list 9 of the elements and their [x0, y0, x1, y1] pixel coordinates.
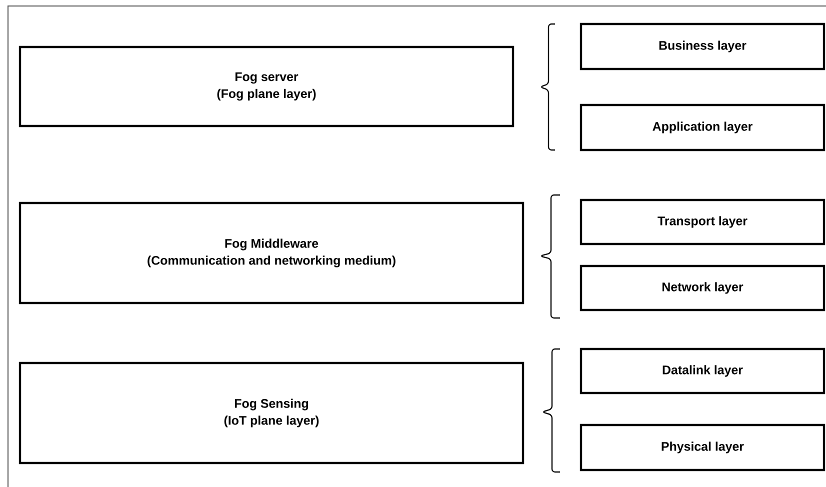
- sublayer-box: Datalink layer: [580, 348, 826, 394]
- layer-box: Fog server (Fog plane layer): [18, 46, 514, 128]
- layer-box: Fog Middleware (Communication and networking medium): [18, 202, 524, 304]
- sublayer-box: Transport layer: [580, 198, 826, 246]
- sublayer-box: Application layer: [580, 104, 826, 152]
- sublayer-box: Physical layer: [580, 424, 826, 472]
- sublayer-box: Network layer: [580, 264, 826, 312]
- sublayer-box: Business layer: [580, 22, 826, 70]
- layer-box: Fog Sensing (IoT plane layer): [18, 362, 524, 464]
